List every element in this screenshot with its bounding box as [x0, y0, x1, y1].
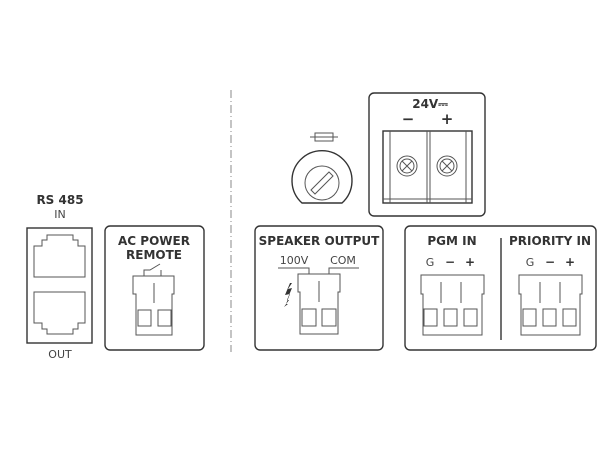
- pgm-in-title: PGM IN: [427, 234, 476, 248]
- rs485-in-label: IN: [54, 208, 65, 221]
- ac-power-title-line1: AC POWER: [118, 234, 190, 248]
- pgm-pin-plus: +: [465, 255, 475, 269]
- rs485-title: RS 485: [36, 193, 83, 207]
- speaker-terminal[interactable]: [297, 273, 341, 335]
- speaker-output-title: SPEAKER OUTPUT: [259, 234, 381, 248]
- ac-power-remote-section: AC POWER REMOTE: [104, 225, 205, 351]
- power-24v-section: 24V⎓ − +: [368, 92, 486, 217]
- priority-pin-plus: +: [565, 255, 575, 269]
- pgm-pin-minus: −: [445, 255, 455, 269]
- fuse-icon: [314, 132, 334, 142]
- high-voltage-icon: [284, 283, 292, 307]
- rs485-out-label: OUT: [48, 348, 72, 361]
- power-24v-plus: +: [441, 110, 454, 128]
- power-24v-minus: −: [402, 110, 415, 128]
- rs485-section: RS 485 IN OUT: [26, 193, 93, 361]
- pgm-pin-g: G: [426, 256, 435, 269]
- fuse-holder[interactable]: [291, 132, 353, 204]
- screw-minus-icon[interactable]: [396, 155, 418, 177]
- ac-power-terminal[interactable]: [132, 275, 175, 336]
- screw-plus-icon[interactable]: [436, 155, 458, 177]
- rs485-port-frame: [26, 227, 93, 344]
- priority-in-terminal[interactable]: [518, 274, 583, 336]
- priority-in-title: PRIORITY IN: [509, 234, 591, 248]
- power-24v-title: 24V⎓: [412, 97, 448, 111]
- speaker-output-section: SPEAKER OUTPUT 100V COM: [254, 225, 384, 351]
- speaker-100v-label: 100V: [280, 254, 309, 267]
- switch-icon: [143, 263, 162, 276]
- rj45-out-port[interactable]: [33, 291, 86, 335]
- priority-pin-g: G: [526, 256, 535, 269]
- speaker-com-label: COM: [330, 254, 356, 267]
- pgm-in-terminal[interactable]: [420, 274, 485, 336]
- priority-pin-minus: −: [545, 255, 555, 269]
- rj45-in-port[interactable]: [33, 234, 86, 278]
- ac-power-title-line2: REMOTE: [126, 248, 182, 262]
- ac-power-frame: [104, 225, 205, 351]
- audio-inputs-section: PGM IN G − + PRIORITY IN G − +: [404, 225, 597, 351]
